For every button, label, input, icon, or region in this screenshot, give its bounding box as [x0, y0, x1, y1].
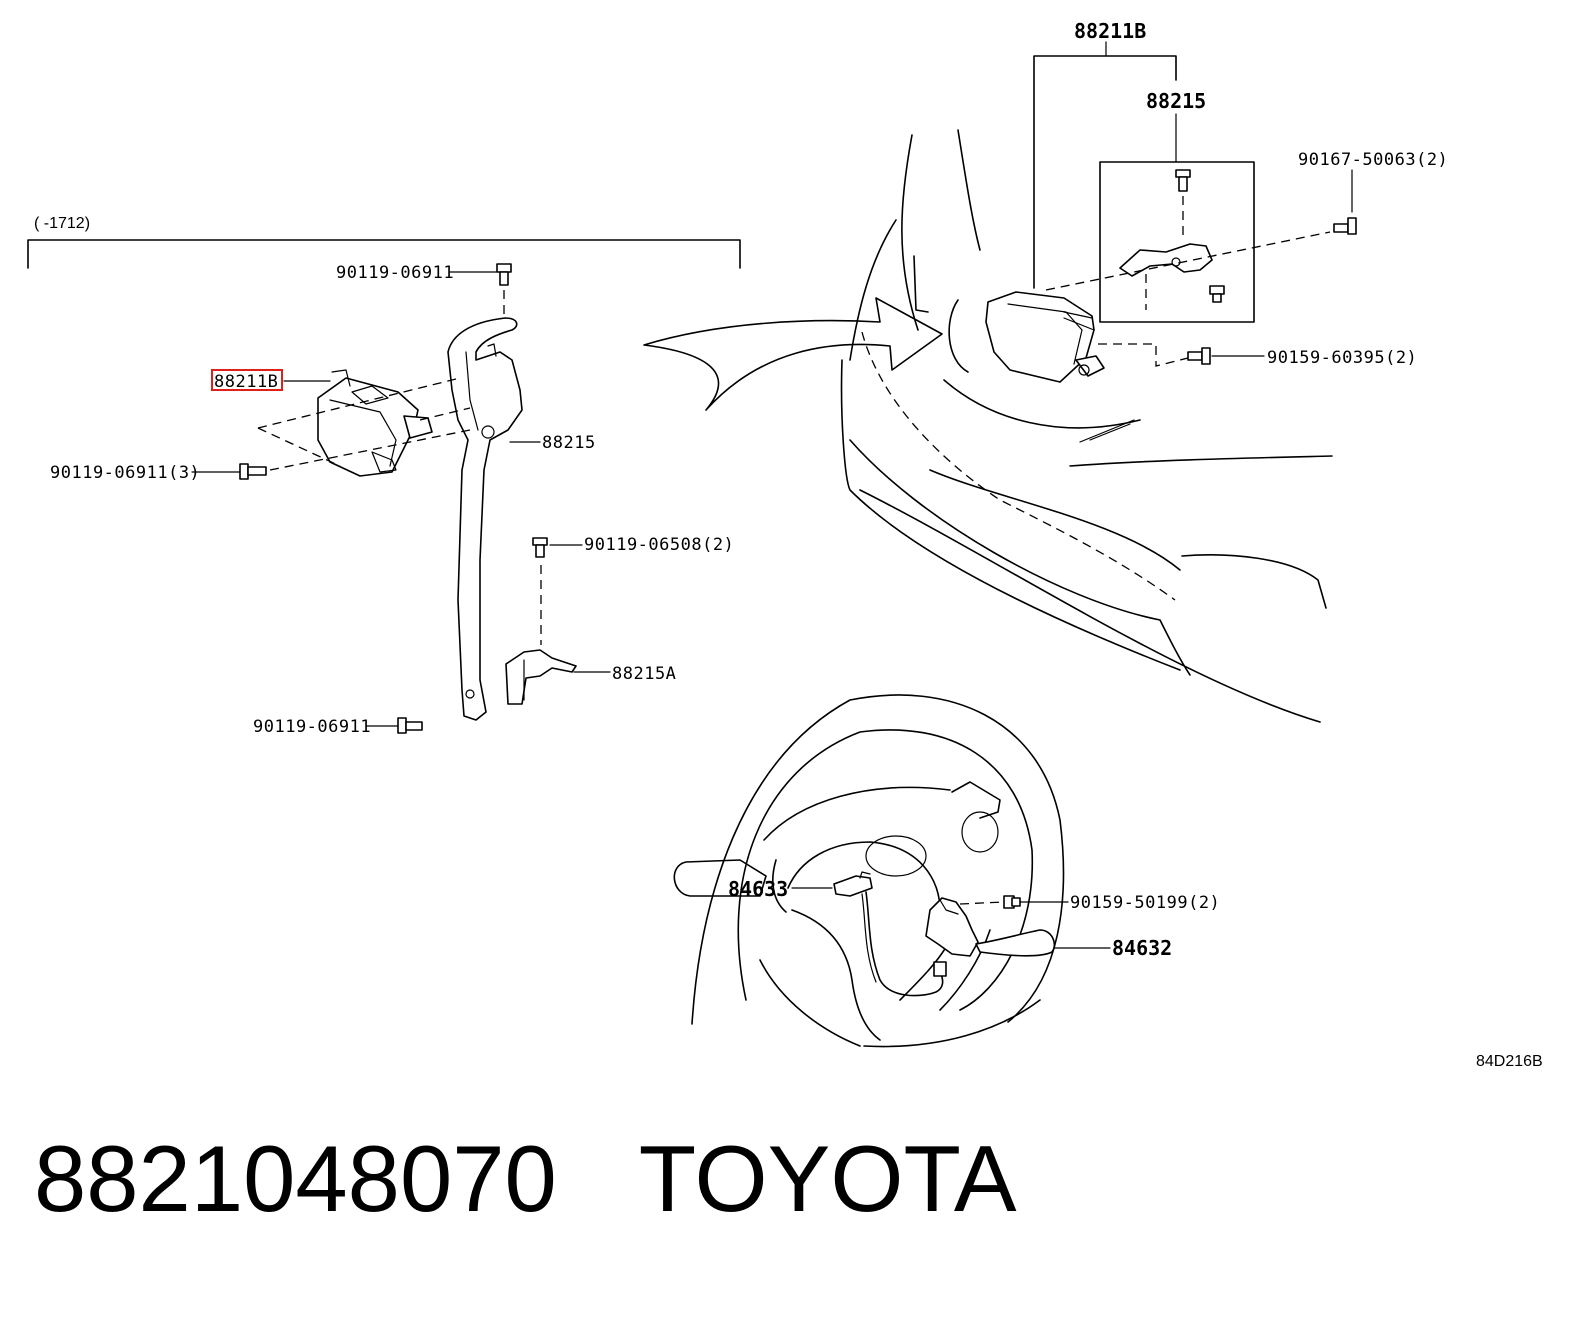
- radar-sensor-left: [317, 369, 433, 477]
- part-number: 8821048070: [34, 1126, 557, 1231]
- label-bolt-top: 90119-06911: [336, 263, 454, 283]
- label-screw-90159-60395: 90159-60395(2): [1267, 348, 1417, 368]
- bolt-left-icon: [239, 463, 267, 480]
- vehicle-front-view: 88211B 88215 90167-50063(2): [643, 19, 1448, 723]
- label-88215-left: 88215: [542, 433, 596, 453]
- connector-84633: [833, 871, 873, 897]
- label-88211B-right: 88211B: [1074, 19, 1146, 43]
- label-screw-90159-50199: 90159-50199(2): [1070, 893, 1220, 913]
- label-bolt-bracket: 90119-06508(2): [584, 535, 734, 555]
- bolt-bracket-icon: [532, 537, 548, 558]
- label-screw-90167: 90167-50063(2): [1298, 150, 1448, 170]
- label-bolt-left: 90119-06911(3): [50, 463, 200, 483]
- label-84632: 84632: [1112, 936, 1172, 960]
- group-range-label: ( -1712): [34, 215, 90, 232]
- bracket-88215A: [505, 649, 577, 705]
- label-bolt-bottom: 90119-06911: [253, 717, 371, 737]
- screw-box-bottom-icon: [1209, 285, 1225, 303]
- bracket-88215-right: [1119, 243, 1213, 277]
- label-88211-highlighted: 88211B: [214, 372, 278, 392]
- bracket-88211B-right: [1033, 55, 1177, 289]
- bolt-top-icon: [496, 263, 512, 286]
- screw-box-top-icon: [1175, 169, 1191, 192]
- left-assembly-group: ( -1712) 90119-06911 88215: [27, 215, 741, 737]
- switch-84632: [925, 897, 1056, 977]
- pointer-arrow: [643, 297, 943, 411]
- screw-90159-60395-icon: [1187, 347, 1211, 365]
- wire-harness: [865, 891, 944, 997]
- highlight-box-88211: [211, 369, 283, 391]
- drawing-code: 84D216B: [1476, 1053, 1543, 1070]
- screw-90159-50199-icon: [1003, 895, 1021, 909]
- bracket-88215-left: [447, 317, 523, 721]
- radar-sensor-right: [985, 291, 1105, 383]
- label-88215-right: 88215: [1146, 89, 1206, 113]
- brand-name: TOYOTA: [638, 1126, 1017, 1231]
- screw-90167-icon: [1333, 217, 1357, 235]
- bracket-88215-box: [1099, 161, 1255, 323]
- steering-wheel-view: 84633 90159-50199(2) 84632: [673, 694, 1220, 1048]
- label-88215A: 88215A: [612, 664, 676, 684]
- bolt-bottom-icon: [397, 717, 423, 734]
- label-84633: 84633: [728, 877, 788, 901]
- group-bracket: [27, 239, 741, 269]
